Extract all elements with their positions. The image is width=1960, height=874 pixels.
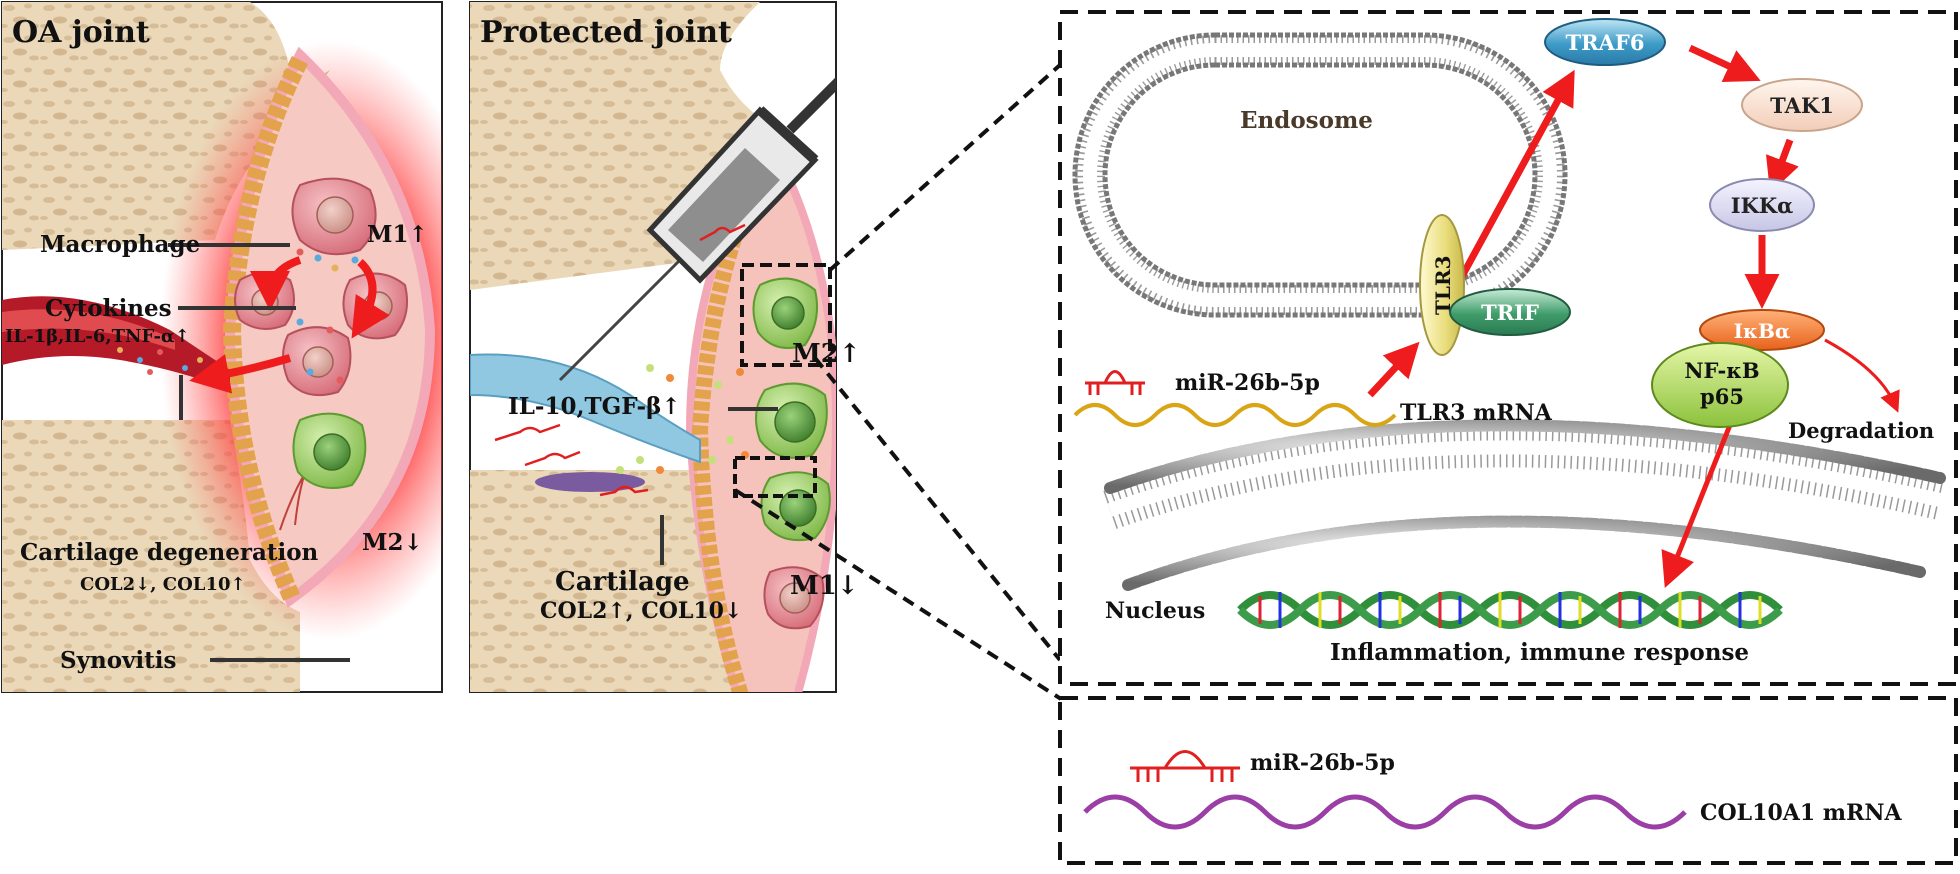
protected-m2-cell-3	[760, 471, 831, 542]
inflammation-label: Inflammation, immune response	[1330, 639, 1749, 666]
arrow-nfkb-to-dna	[1661, 424, 1733, 588]
protected-m2-zoom-box	[740, 263, 832, 367]
oa-cytokines-label: Cytokines	[45, 295, 172, 322]
arrow-traf6-to-tak1	[1688, 44, 1761, 83]
protected-cartilage-zoom-box	[733, 456, 817, 498]
zoom-connector-pathway-lower	[813, 356, 1062, 662]
ikka-label: IKKα	[1731, 193, 1794, 218]
nucleus-membrane	[1103, 419, 1946, 591]
ikka-node	[1709, 178, 1815, 232]
oa-upper-bone	[2, 2, 330, 250]
oa-m2-macrophage-cell	[292, 412, 367, 489]
protected-cytokine-particles	[616, 364, 749, 474]
oa-polarization-arrow-2	[351, 259, 390, 339]
col10a1-mrna-label: COL10A1 mRNA	[1700, 800, 1902, 826]
oa-joint-panel: OA joint Macrophage M1↑ Cytokines IL-1β,…	[1, 1, 443, 693]
nfkb-label: NF-κB	[1684, 358, 1759, 383]
tlr3-mrna-strand	[1073, 403, 1397, 427]
p65-label: p65	[1700, 384, 1744, 409]
oa-m2-down-label: M2↓	[362, 529, 423, 556]
mirna-label-col10: miR-26b-5p	[1250, 750, 1395, 776]
endosome-membrane	[1072, 32, 1568, 318]
traf6-node	[1544, 18, 1666, 66]
mirna-hairpin-col10	[1130, 750, 1240, 782]
trif-adaptor	[1449, 288, 1571, 336]
arrow-mrna-to-tlr3	[1367, 341, 1420, 398]
zoom-connector-pathway	[828, 63, 1062, 272]
tlr3-label: TLR3	[1431, 256, 1455, 315]
ikba-node	[1699, 309, 1825, 351]
oa-m1-cell-4	[282, 326, 352, 396]
oa-m1-cell-2	[234, 271, 295, 330]
arrow-tak1-to-ikka	[1765, 138, 1799, 194]
pathway-panel: Endosome Nucleus	[1058, 10, 1958, 686]
mirna-hairpin-tlr3	[1085, 370, 1145, 395]
degradation-label: Degradation	[1788, 418, 1934, 443]
arrow-trif-to-traf6	[1456, 69, 1575, 282]
dna-helix-icon	[1237, 591, 1783, 629]
oa-cytokine-particles	[117, 248, 359, 384]
mirna-label-tlr3: miR-26b-5p	[1175, 370, 1320, 396]
protected-lower-bone	[470, 470, 760, 692]
protected-m2-up-label: M2↑	[792, 339, 861, 369]
oa-panel-title: OA joint	[12, 15, 150, 50]
nucleus-label: Nucleus	[1105, 598, 1205, 624]
oa-synovitis-label: Synovitis	[60, 647, 176, 674]
syringe-icon	[558, 43, 836, 382]
protected-cartilage-label: Cartilage	[555, 567, 690, 597]
traf6-label: TRAF6	[1566, 30, 1645, 55]
protected-m1-down-label: M1↓	[790, 571, 859, 601]
oa-polarization-arrow-1	[250, 256, 302, 311]
oa-cytokine-release-arrow	[189, 354, 292, 394]
ikba-label: IκBα	[1734, 319, 1791, 343]
protected-m2-cell-boxed	[752, 277, 818, 349]
protected-col-change-label: COL2↑, COL10↓	[540, 598, 742, 624]
tlr3-mrna-label: TLR3 mRNA	[1400, 400, 1553, 426]
protected-il10-label: IL-10,TGF-β↑	[508, 393, 681, 420]
protected-mirna-particles	[494, 423, 649, 497]
endosome-label: Endosome	[1240, 107, 1373, 134]
trif-label: TRIF	[1481, 300, 1539, 325]
tak1-label: TAK1	[1770, 93, 1834, 118]
oa-m1-macrophage-cell	[291, 177, 377, 256]
protected-panel-title: Protected joint	[480, 15, 732, 50]
oa-m1-up-label: M1↑	[367, 221, 428, 248]
oa-cytokine-list: IL-1β,IL-6,TNF-α↑	[5, 326, 190, 347]
nfkb-p65-node	[1651, 342, 1789, 428]
arrow-ikba-degradation	[1824, 338, 1900, 413]
protected-joint-panel: Protected joint M2↑ IL-10,TGF-β↑ Cartila…	[469, 1, 861, 693]
oa-cartilage-degeneration-label: Cartilage degeneration	[20, 539, 319, 566]
tak1-node	[1741, 78, 1863, 132]
protected-m1-cell	[763, 566, 825, 630]
oa-col-change-label: COL2↓, COL10↑	[80, 574, 246, 595]
col10a1-panel-frame	[1058, 696, 1958, 865]
oa-cartilage-layer	[222, 55, 309, 602]
col10a1-panel: miR-26b-5p COL10A1 mRNA	[1058, 696, 1958, 865]
col10a1-mrna-strand	[1083, 794, 1687, 830]
oa-macrophage-label: Macrophage	[40, 231, 200, 258]
protected-m2-cell-2	[755, 382, 828, 459]
